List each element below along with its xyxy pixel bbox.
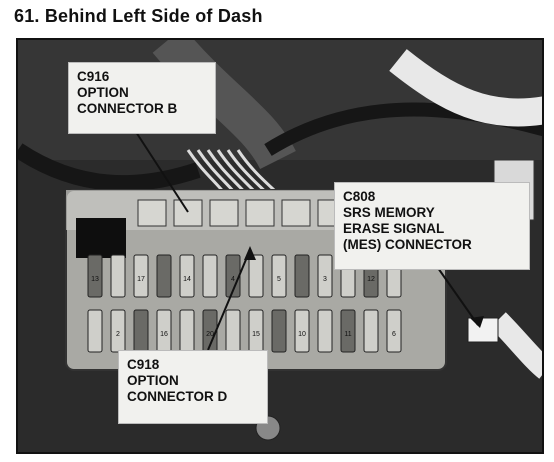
callout-c808-line: C808 bbox=[343, 189, 376, 204]
fuse-number: 3 bbox=[323, 276, 327, 283]
dash-photo: 13 17 14 4 5 3 12 2 16 20 15 10 11 6 C916 OPTION CONN… bbox=[16, 38, 544, 454]
callout-c918-line: C918 bbox=[127, 357, 160, 372]
fuse bbox=[294, 309, 310, 353]
fuse bbox=[133, 309, 149, 353]
fuse bbox=[133, 254, 149, 298]
fuse bbox=[363, 309, 379, 353]
fuse bbox=[87, 254, 103, 298]
connector-socket bbox=[209, 199, 239, 227]
callout-c808-line: (MES) CONNECTOR bbox=[343, 237, 472, 252]
connector-socket bbox=[281, 199, 311, 227]
fuse bbox=[110, 254, 126, 298]
fuse-number: 4 bbox=[231, 276, 235, 283]
leader-c808 bbox=[437, 267, 479, 326]
callout-c916-line: OPTION bbox=[77, 85, 129, 100]
fuse-number: 2 bbox=[116, 331, 120, 338]
fuse-number: 13 bbox=[91, 276, 99, 283]
leader-c916 bbox=[135, 131, 189, 213]
fuse bbox=[87, 309, 103, 353]
fuse-number: 15 bbox=[252, 331, 260, 338]
fuse bbox=[340, 309, 356, 353]
fuse bbox=[317, 254, 333, 298]
fuse bbox=[202, 254, 218, 298]
callout-c916-line: CONNECTOR B bbox=[77, 101, 178, 116]
fuse-number: 10 bbox=[298, 331, 306, 338]
fuse bbox=[156, 254, 172, 298]
connector-socket bbox=[245, 199, 275, 227]
fuse bbox=[386, 309, 402, 353]
callout-c808-line: SRS MEMORY bbox=[343, 205, 435, 220]
callout-c808-line: ERASE SIGNAL bbox=[343, 221, 445, 236]
fuse-number: 20 bbox=[206, 331, 214, 338]
callout-c808: C808 SRS MEMORY ERASE SIGNAL (MES) CONNE… bbox=[334, 182, 530, 270]
relay bbox=[76, 218, 126, 258]
callout-c918-line: CONNECTOR D bbox=[127, 389, 228, 404]
fuse bbox=[179, 309, 195, 353]
fuse bbox=[225, 309, 241, 353]
fuse-number: 5 bbox=[277, 276, 281, 283]
mes-connector bbox=[467, 317, 499, 343]
fuse bbox=[179, 254, 195, 298]
fuse-number: 6 bbox=[392, 331, 396, 338]
fuse bbox=[294, 254, 310, 298]
fuse bbox=[248, 254, 264, 298]
connector-socket bbox=[173, 199, 203, 227]
connector-socket bbox=[137, 199, 167, 227]
callout-c916: C916 OPTION CONNECTOR B bbox=[68, 62, 216, 134]
callout-c916-line: C916 bbox=[77, 69, 110, 84]
fuse-number: 12 bbox=[367, 276, 375, 283]
white-sleeve bbox=[389, 49, 542, 127]
callout-c918: C918 OPTION CONNECTOR D bbox=[118, 350, 268, 424]
fuse-number: 17 bbox=[137, 276, 145, 283]
fuse bbox=[317, 309, 333, 353]
fuse bbox=[271, 254, 287, 298]
callout-c918-line: OPTION bbox=[127, 373, 179, 388]
fuse-number: 11 bbox=[344, 331, 351, 338]
leader-c918 bbox=[207, 249, 251, 351]
fuse bbox=[271, 309, 287, 353]
page-title: 61. Behind Left Side of Dash bbox=[14, 6, 263, 26]
fuse-number: 16 bbox=[160, 331, 168, 338]
fuse-number: 14 bbox=[183, 276, 191, 283]
